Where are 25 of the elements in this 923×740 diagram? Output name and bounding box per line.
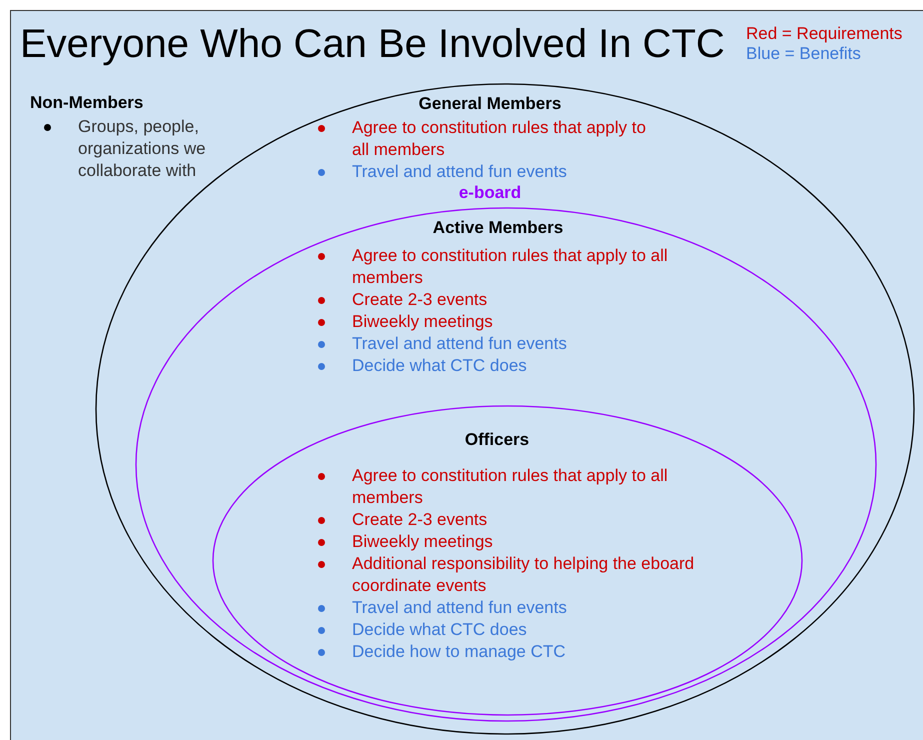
list-item: Travel and attend fun events (352, 333, 568, 355)
group-label: e-board (458, 182, 522, 204)
group-heading: Active Members (432, 217, 564, 239)
title: Everyone Who Can Be Involved In CTC (20, 21, 725, 68)
list-item: Decide what CTC does (352, 355, 528, 377)
list-item: Travel and attend fun events (352, 161, 568, 183)
list-item: Decide what CTC does (352, 619, 528, 641)
list-item: Travel and attend fun events (352, 597, 568, 619)
list-item: Biweekly meetings (352, 531, 494, 553)
list-item: Create 2-3 events (352, 289, 488, 311)
list-item: Decide how to manage CTC (352, 641, 567, 663)
list-item: Agree to constitution rules that apply to all members (352, 117, 647, 161)
list-item: Create 2-3 events (352, 509, 488, 531)
ellipse-region (212, 405, 803, 716)
group-heading: Officers (464, 429, 530, 451)
list-item: Agree to constitution rules that apply to all members (352, 465, 669, 509)
section-heading: Non-Members (30, 92, 144, 114)
list-item: Biweekly meetings (352, 311, 494, 333)
legend-entry: Red = Requirements (746, 24, 902, 44)
list-item: Agree to constitution rules that apply to all members (352, 245, 669, 289)
legend-entry: Blue = Benefits (746, 44, 862, 64)
group-heading: General Members (418, 93, 562, 115)
ellipse-region (135, 207, 877, 722)
list-item: Groups, people, organizations we collaborate with (78, 116, 207, 182)
list-item: Additional responsibility to helping the eboard coordinate events (352, 553, 696, 597)
